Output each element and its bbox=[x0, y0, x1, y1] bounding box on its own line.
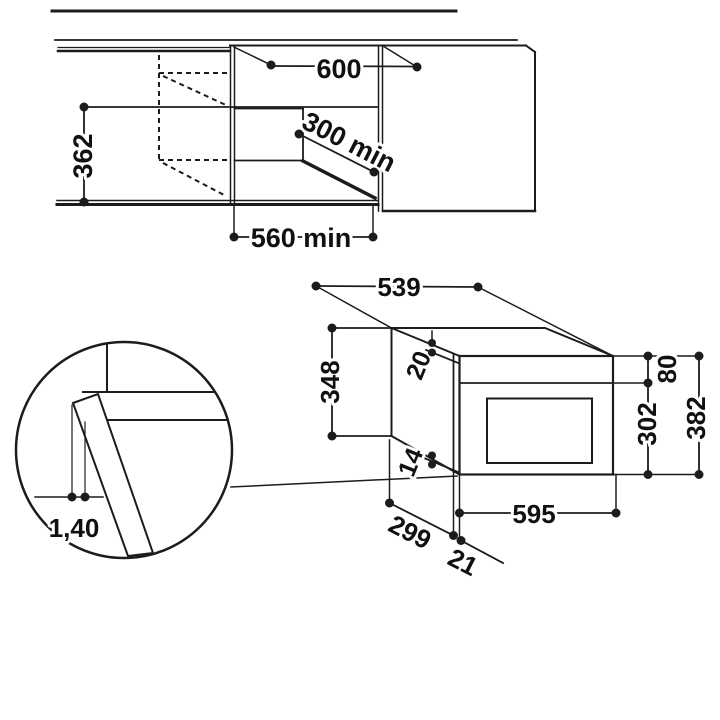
dim-dot bbox=[369, 167, 379, 177]
dim-label-560-min: 560 min bbox=[251, 223, 352, 253]
dimension-labels: 600 362 300 min 560 min 539 348 20 14 80… bbox=[46, 51, 714, 585]
dim-label-382: 382 bbox=[681, 396, 711, 439]
dim-dot bbox=[643, 470, 653, 479]
dim-dot bbox=[449, 531, 458, 540]
dim-dot bbox=[428, 339, 436, 347]
dim-dot bbox=[79, 102, 89, 112]
dim-label-362: 362 bbox=[68, 133, 98, 178]
dim-label-1-40: 1,40 bbox=[49, 513, 100, 543]
oven-box-outline bbox=[390, 327, 615, 476]
dim-dot bbox=[67, 492, 77, 502]
dim-dot bbox=[229, 232, 239, 242]
leader-line bbox=[314, 284, 393, 330]
dim-dot bbox=[428, 348, 436, 357]
dim-dot bbox=[412, 62, 422, 72]
dim-300-min bbox=[297, 132, 376, 174]
dim-80-302-382 bbox=[612, 355, 700, 476]
dim-label-539: 539 bbox=[377, 272, 420, 302]
dim-dot bbox=[79, 197, 89, 207]
dim-label-80: 80 bbox=[652, 355, 682, 384]
dim-dot bbox=[266, 60, 276, 70]
dimension-line-21 bbox=[459, 539, 505, 565]
dim-dot bbox=[368, 232, 378, 242]
dim-label-348: 348 bbox=[315, 360, 345, 403]
dim-dot bbox=[455, 508, 464, 518]
leader-line bbox=[232, 45, 273, 67]
dim-label-14: 14 bbox=[393, 444, 429, 480]
dim-dot bbox=[694, 351, 704, 361]
dim-dot bbox=[456, 536, 466, 545]
dim-dot bbox=[643, 351, 653, 361]
dim-299-21 bbox=[388, 439, 505, 565]
detail-lines bbox=[71, 342, 232, 558]
dim-label-595: 595 bbox=[512, 499, 555, 529]
door-window bbox=[486, 397, 593, 464]
wall-and-worktop-lines bbox=[50, 9, 518, 206]
door-slab bbox=[71, 392, 155, 558]
dim-dot bbox=[611, 508, 621, 518]
top-face bbox=[391, 327, 615, 358]
dim-label-299: 299 bbox=[384, 509, 436, 555]
dim-dot bbox=[294, 129, 304, 139]
detail-circle-view bbox=[14, 340, 234, 560]
dim-dot bbox=[694, 470, 704, 479]
dim-dot bbox=[385, 498, 394, 508]
dim-dot bbox=[327, 323, 337, 333]
oven-projection-drawing bbox=[230, 284, 700, 565]
detail-leader-line bbox=[230, 475, 458, 488]
dimension-line bbox=[315, 285, 479, 288]
dim-dot bbox=[80, 492, 90, 502]
dimension-line bbox=[297, 132, 376, 174]
dimension-line bbox=[270, 65, 418, 68]
dim-539 bbox=[314, 284, 615, 358]
dimension-line-299 bbox=[388, 501, 455, 537]
dim-label-600: 600 bbox=[316, 54, 361, 84]
right-cabinet-bevel bbox=[524, 44, 537, 54]
top-section-niche-drawing bbox=[50, 9, 537, 238]
dim-dot bbox=[473, 282, 483, 292]
dim-dot bbox=[428, 451, 436, 460]
dim-label-302: 302 bbox=[632, 402, 662, 445]
leader-line bbox=[381, 44, 419, 69]
appliance-dashed-projection bbox=[158, 55, 230, 197]
dim-348 bbox=[331, 327, 393, 437]
niche-and-cabinet-outlines bbox=[83, 44, 537, 213]
open-door-line bbox=[300, 158, 378, 201]
dim-dot bbox=[428, 460, 436, 469]
dashed-diagonal-top bbox=[162, 75, 229, 107]
detail-circle-outline bbox=[14, 340, 234, 560]
dim-dot bbox=[327, 431, 337, 441]
dimension-dots bbox=[67, 60, 704, 545]
dim-560-min bbox=[233, 203, 374, 238]
leader-line bbox=[476, 285, 615, 358]
dim-dot bbox=[643, 378, 653, 388]
front-face bbox=[458, 354, 615, 476]
dim-600 bbox=[232, 44, 419, 69]
dashed-diagonal-bottom bbox=[162, 162, 227, 197]
dim-595 bbox=[452, 471, 617, 542]
bottom-overhang-line bbox=[422, 456, 460, 474]
dim-dot bbox=[311, 281, 321, 291]
